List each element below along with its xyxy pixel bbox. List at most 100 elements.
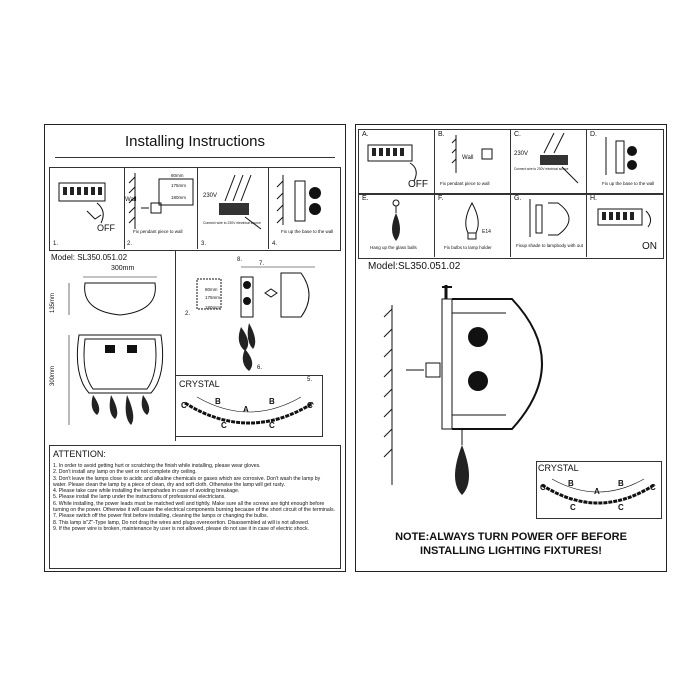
- right-crystal-label-c4: C: [618, 503, 624, 512]
- bulb-icon: [465, 201, 479, 240]
- step-4-number: 4.: [272, 241, 278, 247]
- step-h-ceiling-plate: [597, 208, 652, 228]
- step-h-on: ON: [642, 241, 657, 252]
- right-crystal-label-c3: C: [570, 503, 576, 512]
- attention-box: [49, 445, 341, 569]
- step-c-wires: [540, 132, 579, 184]
- step-d-base: [605, 137, 637, 175]
- base-fixing-illustration: [276, 175, 321, 225]
- attention-list: 1. In order to avoid getting hurt or scr…: [53, 463, 335, 532]
- right-model-label: Model:SL350.051.02: [368, 261, 461, 272]
- step-a-off: OFF: [408, 179, 428, 190]
- attention-item: 1. In order to avoid getting hurt or scr…: [53, 463, 261, 469]
- attention-item: 5. Please install the lamp under the ins…: [53, 494, 226, 501]
- side-label-2: 2.: [185, 311, 191, 317]
- right-crystal-label-c2: C: [650, 483, 656, 492]
- left-title: Installing Instructions: [124, 133, 266, 150]
- wire-connection-illustration: [219, 174, 262, 230]
- step-2-dim-2: 175mm: [171, 183, 187, 188]
- step-row: [49, 167, 341, 251]
- step-1-off-label: OFF: [97, 223, 115, 233]
- step-a-ceiling-plate: [367, 144, 417, 182]
- step-4-caption: Fix up the base to the wall: [281, 229, 334, 234]
- right-instruction-sheet: A. OFF B. Wall Fix pendant piece to wall…: [355, 124, 667, 572]
- right-crystal-label-b2: B: [618, 479, 624, 488]
- left-crystal-label-c2: C: [307, 401, 313, 410]
- step-b-caption: Fix pendant piece to wall: [440, 181, 490, 186]
- left-crystal-box: [175, 375, 323, 437]
- left-model-label: Model: SL350.051.02: [51, 253, 128, 262]
- left-crystal-label-c3: C: [221, 421, 227, 430]
- height-dimension: 300mm: [50, 365, 57, 387]
- step-f-caption: Fix bulbs to lamp holder: [444, 245, 492, 250]
- left-crystal-title: CRYSTAL: [179, 379, 220, 389]
- lamp-dimension-drawing: [68, 276, 164, 425]
- right-crystal-title: CRYSTAL: [538, 463, 579, 473]
- ceiling-plate-illustration: [58, 182, 106, 224]
- shade-fix-icon: [529, 199, 570, 237]
- step-e-caption: Hang up the glass balls: [370, 245, 417, 250]
- left-crystal-label-a: A: [243, 405, 249, 414]
- attention-item: 3. Don't leave the lamps close to acidic…: [53, 475, 321, 488]
- attention-item: 4. Please take care while installing the…: [53, 488, 240, 495]
- width-dimension: 300mm: [111, 265, 135, 272]
- step-a-letter: A.: [362, 131, 369, 138]
- wall-hatch-icon: [128, 173, 194, 229]
- depth-dimension: 135mm: [50, 292, 57, 314]
- step-2-dim-3: 180mm: [171, 195, 187, 200]
- attention-item: 8. This lamp is"Z"-Type lamp, Do not dra…: [53, 519, 310, 526]
- step-2-caption: Fix pendant piece to wall: [133, 229, 183, 234]
- step-e-letter: E.: [362, 195, 369, 202]
- step-g-letter: G.: [514, 195, 522, 202]
- step-b-letter: B.: [438, 131, 445, 138]
- right-crystal-label-c1: C: [540, 483, 546, 492]
- right-crystal-label-a: A: [594, 487, 600, 496]
- left-crystal-label-b2: B: [269, 397, 275, 406]
- attention-item: 9. If the power wire is broken, maintena…: [53, 525, 310, 532]
- attention-title: ATTENTION:: [53, 449, 106, 459]
- right-step-divider: [586, 129, 587, 257]
- note-line-2: INSTALLING LIGHTING FIXTURES!: [420, 545, 602, 557]
- side-label-8: 8.: [237, 257, 243, 263]
- left-instruction-sheet: Installing Instructions OFF 1. Wall 80mm…: [44, 124, 346, 572]
- step-divider: [268, 167, 269, 249]
- step-f-bulb: E14: [482, 229, 491, 235]
- attention-item: 6. While installing, the power leads mus…: [53, 500, 335, 514]
- left-crystal-label-b1: B: [215, 397, 221, 406]
- step-3-caption: Connect wire to 230V electrical source: [203, 221, 261, 225]
- step-1-number: 1.: [53, 241, 59, 247]
- side-assembly-drawing: [196, 266, 315, 371]
- left-crystal-chain: [184, 396, 314, 425]
- lamp-assembly-drawing: [383, 285, 543, 495]
- left-crystal-label-c4: C: [269, 421, 275, 430]
- step-b-wall-icon: [451, 135, 493, 173]
- step-h-letter: H.: [590, 195, 597, 202]
- step-d-caption: Fix up the base to the wall: [602, 181, 655, 186]
- step-3-number: 3.: [201, 241, 207, 247]
- step-f-letter: F.: [438, 195, 444, 202]
- right-crystal-label-b1: B: [568, 479, 574, 488]
- title-underline: [55, 157, 335, 158]
- right-step-row-1: [358, 129, 664, 195]
- step-c-voltage: 230V: [514, 151, 529, 157]
- step-b-wall: Wall: [462, 155, 474, 161]
- side-label-7: 7.: [259, 261, 265, 267]
- step-c-caption: Connect wire to 230V electrical source: [514, 167, 569, 171]
- step-d-letter: D.: [590, 131, 597, 138]
- right-step-divider: [510, 129, 511, 257]
- side-dim-1: 80mm: [205, 287, 218, 292]
- right-step-divider: [434, 129, 435, 257]
- right-step-row-2: [358, 193, 664, 259]
- side-dim-2: 175mm: [205, 295, 221, 300]
- note-line-1: NOTE:ALWAYS TURN POWER OFF BEFORE: [395, 531, 627, 543]
- step-2-dim-1: 80mm: [171, 173, 184, 178]
- step-3-voltage: 230V: [203, 193, 218, 199]
- step-2-wall-label: Wall: [125, 197, 137, 203]
- left-crystal-step: 5.: [307, 377, 313, 383]
- step-divider: [124, 167, 125, 249]
- glass-ball-icon: [392, 199, 400, 241]
- step-c-letter: C.: [514, 131, 521, 138]
- step-divider: [197, 167, 198, 249]
- side-detail-frame: [175, 251, 340, 441]
- left-crystal-label-c1: C: [181, 401, 187, 410]
